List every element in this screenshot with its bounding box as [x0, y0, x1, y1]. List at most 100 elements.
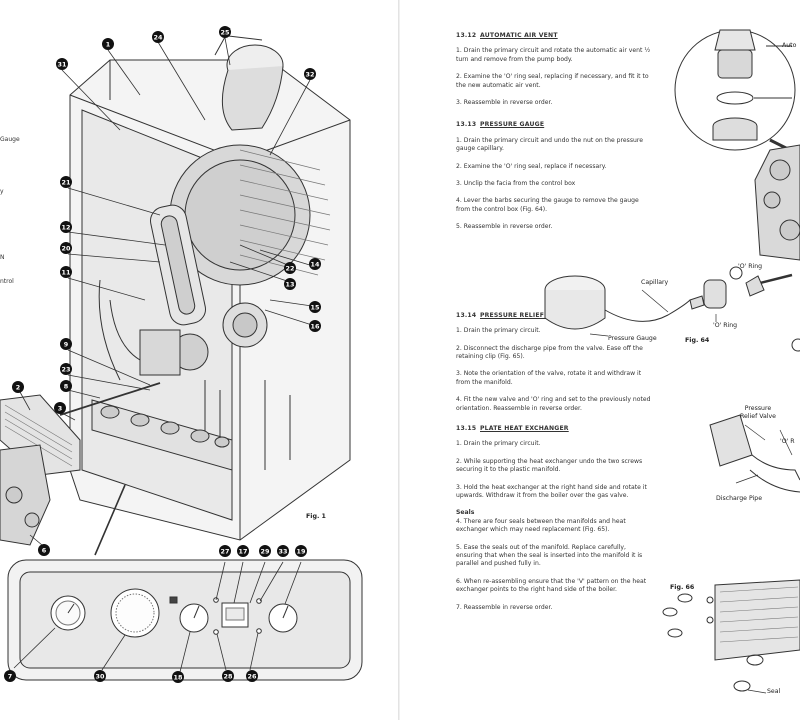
- paragraph: 2. While supporting the heat exchanger u…: [456, 457, 643, 474]
- svg-text:33: 33: [279, 547, 288, 555]
- paragraph: 2. Examine the 'O' ring seal, replace if…: [456, 162, 607, 170]
- callout-badge: 8: [60, 380, 72, 392]
- boiler-exploded-diagram: 1 24 25 31 32 21 12 20 11 22 13 14 15 16…: [0, 26, 363, 683]
- svg-text:24: 24: [154, 33, 163, 41]
- cut-label-y: y: [0, 188, 4, 195]
- callout-badge: 32: [304, 68, 316, 80]
- paragraph: 3. Hold the heat exchanger at the right …: [456, 483, 647, 499]
- component-figures: [544, 29, 800, 694]
- paragraph: 7. Reassemble in reverse order.: [456, 603, 553, 611]
- svg-text:23: 23: [62, 365, 71, 373]
- callout-badges: 1 24 25 31 32 21 12 20 11 22 13 14 15 16…: [4, 26, 321, 683]
- fig-1-label: Fig. 1: [306, 513, 326, 520]
- paragraph: 4. Fit the new valve and 'O' ring and se…: [456, 396, 651, 412]
- o-ring-label-a: 'O' Ring: [738, 263, 763, 270]
- paragraph: 4. Lever the barbs securing the gauge to…: [456, 197, 639, 213]
- svg-text:19: 19: [297, 547, 306, 555]
- fig-64-label: Fig. 64: [685, 337, 710, 344]
- svg-text:1: 1: [106, 40, 110, 48]
- callout-badge: 23: [60, 363, 72, 375]
- svg-text:15: 15: [311, 303, 320, 311]
- callout-badge: 17: [237, 545, 249, 557]
- callout-badge: 6: [38, 544, 50, 556]
- paragraph: 6. When re-assembling ensure that the 'V…: [456, 577, 647, 594]
- paragraph: 4. There are four seals between the mani…: [456, 517, 626, 534]
- svg-text:29: 29: [261, 547, 270, 555]
- callout-badge: 15: [309, 301, 321, 313]
- callout-badge: 25: [219, 26, 231, 38]
- pressure-relief-valve-label: Pressure Relief Valve: [740, 405, 776, 420]
- left-page: Gauge y N ntrol: [0, 26, 363, 683]
- auto-air-vent-label: Auto: [782, 42, 797, 49]
- svg-text:30: 30: [96, 672, 105, 680]
- callout-badge: 20: [60, 242, 72, 254]
- callout-badge: 12: [60, 221, 72, 233]
- paragraph: 3. Reassemble in reverse order.: [456, 99, 553, 107]
- svg-text:3: 3: [58, 404, 62, 412]
- paragraph: 1. Drain the primary circuit and undo th…: [456, 136, 643, 153]
- svg-text:22: 22: [286, 264, 295, 272]
- paragraph: 5. Reassemble in reverse order.: [456, 223, 553, 231]
- svg-text:32: 32: [306, 70, 315, 78]
- svg-text:31: 31: [58, 60, 67, 68]
- callout-badge: 11: [60, 266, 72, 278]
- callout-badge: 13: [284, 278, 296, 290]
- svg-text:2: 2: [16, 383, 20, 391]
- svg-text:16: 16: [311, 322, 320, 330]
- callout-badge: 27: [219, 545, 231, 557]
- paragraph: 1. Drain the primary circuit.: [456, 440, 541, 448]
- svg-text:12: 12: [62, 223, 71, 231]
- o-ring-label-cut: 'O' R: [780, 438, 795, 445]
- callout-badge: 7: [4, 670, 16, 682]
- paragraph: 1. Drain the primary circuit.: [456, 327, 541, 335]
- seals-subheading: Seals: [456, 509, 475, 517]
- o-ring-label-b: 'O' Ring: [713, 322, 738, 329]
- capillary-label: Capillary: [641, 279, 669, 286]
- fig-66-label: Fig. 66: [670, 584, 695, 591]
- callout-badge: 30: [94, 670, 106, 682]
- callout-badge: 24: [152, 31, 164, 43]
- svg-text:8: 8: [64, 382, 69, 390]
- svg-text:25: 25: [221, 28, 230, 36]
- callout-badge: 19: [295, 545, 307, 557]
- paragraph: 1. Drain the primary circuit and rotate …: [456, 47, 651, 63]
- seal-label: Seal: [767, 688, 781, 695]
- paragraph: 3. Note the orientation of the valve, ro…: [456, 370, 642, 386]
- cut-label-ntrol: ntrol: [0, 278, 14, 285]
- paragraph: 2. Disconnect the discharge pipe from th…: [456, 344, 643, 360]
- svg-text:26: 26: [248, 672, 257, 680]
- discharge-pipe-label: Discharge Pipe: [716, 495, 763, 502]
- callout-badge: 1: [102, 38, 114, 50]
- callout-badge: 9: [60, 338, 72, 350]
- cut-label-n: N: [0, 254, 5, 261]
- callout-badge: 28: [222, 670, 234, 682]
- svg-text:28: 28: [224, 672, 233, 680]
- paragraph: 3. Unclip the facia from the control box: [456, 180, 576, 188]
- svg-text:20: 20: [62, 244, 71, 252]
- svg-text:6: 6: [42, 546, 47, 554]
- callout-badge: 26: [246, 670, 258, 682]
- svg-text:13: 13: [286, 280, 295, 288]
- paragraph: 5. Ease the seals out of the manifold. R…: [456, 543, 643, 568]
- svg-text:18: 18: [174, 673, 183, 681]
- svg-text:11: 11: [62, 268, 71, 276]
- cut-label-gauge: Gauge: [0, 136, 20, 143]
- svg-text:21: 21: [62, 178, 71, 186]
- svg-text:17: 17: [239, 547, 248, 555]
- paragraph: 2. Examine the 'O' ring seal, replacing …: [456, 73, 649, 89]
- svg-text:9: 9: [64, 340, 69, 348]
- callout-badge: 33: [277, 545, 289, 557]
- callout-badge: 2: [12, 381, 24, 393]
- callout-badge: 14: [309, 258, 321, 270]
- callout-badge: 29: [259, 545, 271, 557]
- pressure-gauge-label: Pressure Gauge: [608, 335, 657, 342]
- callout-badge: 31: [56, 58, 68, 70]
- svg-text:7: 7: [8, 672, 12, 680]
- svg-text:27: 27: [221, 547, 230, 555]
